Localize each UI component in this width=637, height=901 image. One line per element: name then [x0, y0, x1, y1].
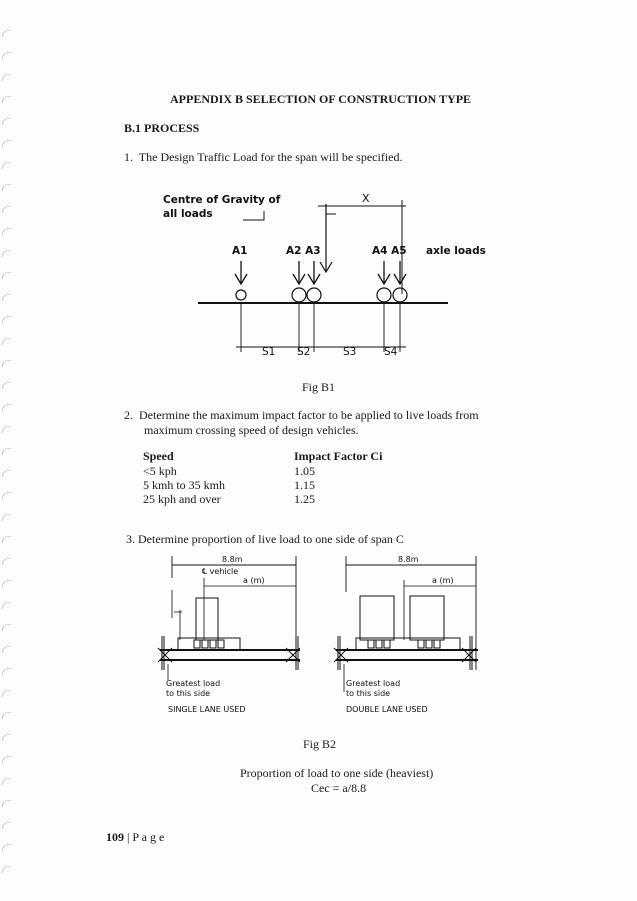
greatest-load-note-1: Greatest load	[346, 679, 400, 688]
a-dimension-label: a (m)	[432, 576, 453, 585]
page-label: | P a g e	[124, 830, 165, 844]
spacing-s1: S1	[262, 346, 275, 358]
fig-b2-caption: Fig B2	[303, 737, 337, 751]
double-lane-caption: DOUBLE LANE USED	[346, 705, 428, 714]
cg-label-2: all loads	[163, 208, 213, 220]
factor-cell: 1.25	[294, 492, 315, 506]
fig-b1-caption: Fig B1	[302, 380, 336, 394]
x-dimension-label: X	[362, 192, 370, 205]
spacing-s4: S4	[384, 346, 398, 358]
speed-cell: 5 kmh to 35 kmh	[143, 478, 226, 492]
a-dimension-label: a (m)	[243, 576, 264, 585]
axle-label-a1: A1	[232, 245, 247, 257]
width-label: 8.8m	[222, 555, 243, 564]
page-footer: 109 | P a g e	[106, 830, 164, 845]
speed-cell: <5 kph	[143, 464, 177, 478]
item-3-text: 3. Determine proportion of live load to …	[126, 532, 404, 546]
spacing-s3: S3	[343, 346, 356, 358]
single-lane-caption: SINGLE LANE USED	[168, 705, 246, 714]
item-2-line-1: 2. Determine the maximum impact factor t…	[124, 408, 479, 422]
greatest-load-note-2: to this side	[166, 689, 210, 698]
proportion-formula: Cec = a/8.8	[311, 781, 367, 795]
axle-label-a4-a5: A4 A5	[372, 245, 407, 257]
proportion-text: Proportion of load to one side (heaviest…	[240, 766, 434, 780]
axle-loads-label: axle loads	[426, 245, 486, 257]
table-row: 25 kph and over 1.25	[143, 492, 382, 506]
fig-b2-double-lane: 8.8m a (m) Greatest load to this side DO…	[333, 555, 478, 714]
speed-cell: 25 kph and over	[143, 492, 221, 506]
section-heading: B.1 PROCESS	[124, 121, 200, 135]
axle-label-a2-a3: A2 A3	[286, 245, 321, 257]
item-1-text: 1. The Design Traffic Load for the span …	[124, 150, 403, 164]
factor-cell: 1.15	[294, 478, 315, 492]
table-row: <5 kph 1.05	[143, 464, 382, 478]
width-label: 8.8m	[398, 555, 419, 564]
spacing-s2: S2	[297, 346, 310, 358]
cg-label-1: Centre of Gravity of	[163, 194, 281, 206]
table-row: 5 kmh to 35 kmh 1.15	[143, 478, 382, 492]
table-header-row: Speed Impact Factor Ci	[143, 449, 382, 464]
greatest-load-note-2: to this side	[346, 689, 390, 698]
impact-factor-table: Speed Impact Factor Ci <5 kph 1.05 5 kmh…	[143, 449, 382, 506]
fig-b2-single-lane: 8.8m ℄ vehicle a (m) Greatest load to th…	[157, 555, 301, 714]
fig-b1-diagram: Centre of Gravity of all loads X A1 A2 A…	[163, 192, 486, 358]
factor-cell: 1.05	[294, 464, 315, 478]
header-speed: Speed	[143, 449, 174, 463]
greatest-load-note-1: Greatest load	[166, 679, 220, 688]
page-number: 109	[106, 830, 124, 844]
centerline-vehicle-label: ℄ vehicle	[202, 567, 238, 576]
page-title: APPENDIX B SELECTION OF CONSTRUCTION TYP…	[170, 92, 472, 106]
item-2-line-2: maximum crossing speed of design vehicle…	[144, 423, 359, 437]
header-impact-factor: Impact Factor Ci	[294, 449, 383, 463]
